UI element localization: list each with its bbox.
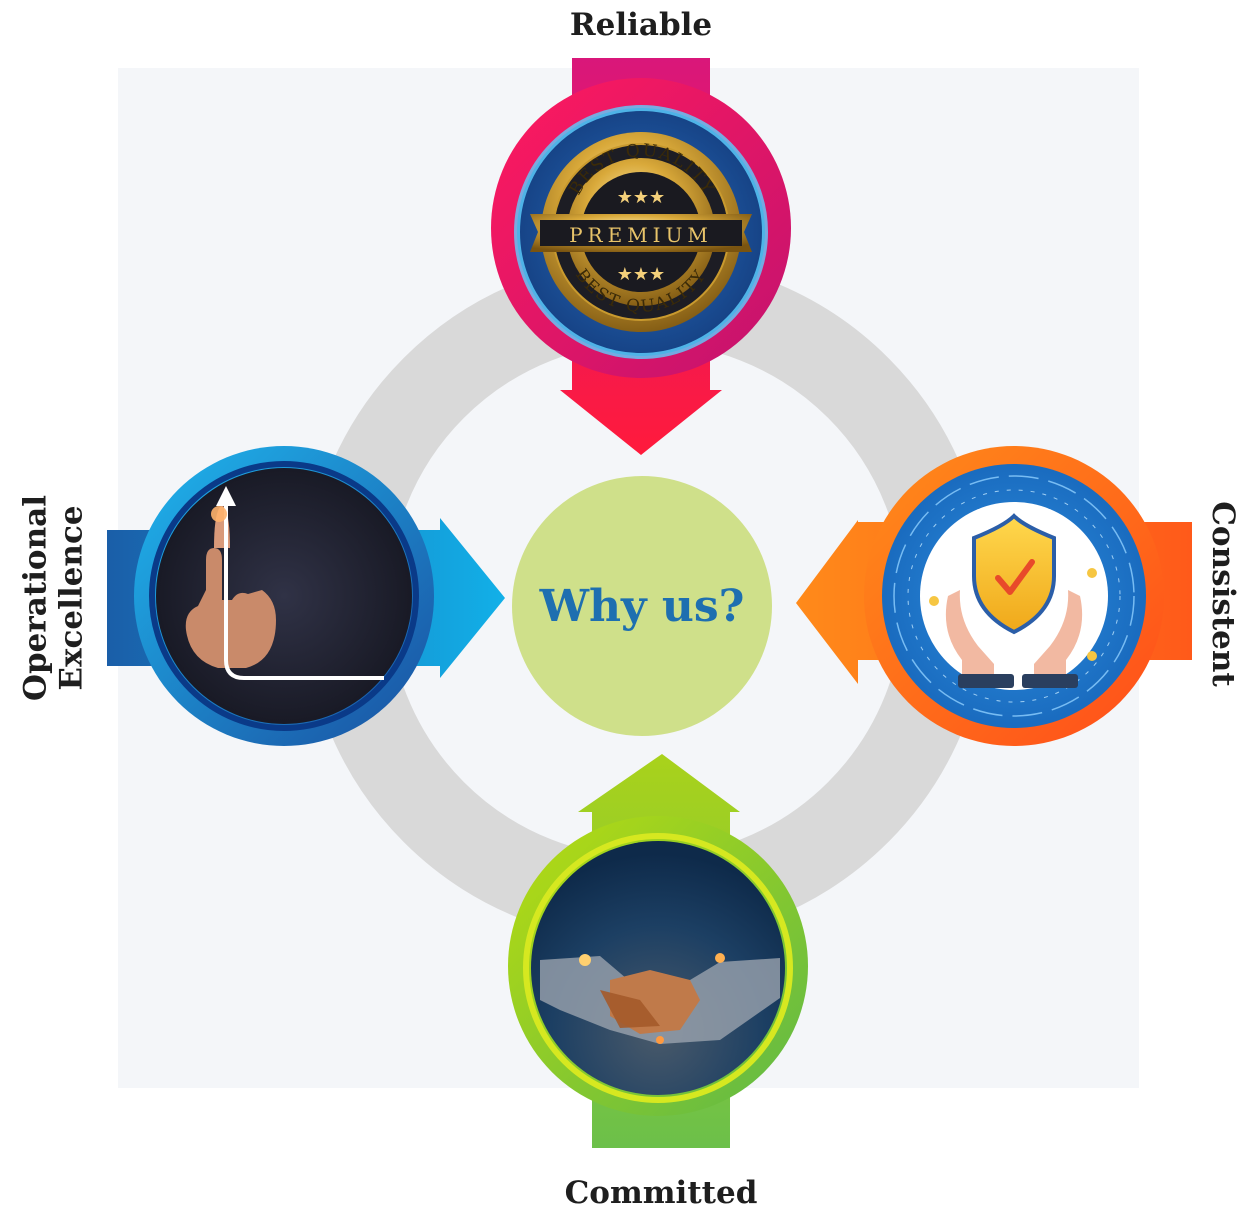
- premium-badge-icon: [530, 132, 752, 332]
- consistent-node: [796, 446, 1192, 746]
- center-title: Why us?: [539, 580, 745, 632]
- label-excellence: Excellence: [53, 505, 89, 691]
- badge-stars-bottom-icon: ★★★: [617, 264, 665, 285]
- hands-icon: [945, 590, 1083, 688]
- handshake-icon: [540, 953, 780, 1044]
- growth-arrow-icon: [224, 500, 384, 680]
- badge-ribbon-text: PREMIUM: [569, 223, 713, 247]
- growth-finger-image: [156, 468, 412, 724]
- reliable-node: BEST QUALITY BEST QUALITY PREMIUM ★★★ ★★…: [491, 58, 791, 455]
- label-operational-excellence: Operational Excellence: [17, 495, 89, 701]
- badge-stars-top-icon: ★★★: [617, 187, 665, 208]
- center-circle: [512, 476, 772, 736]
- operational-excellence-ring-inner: [149, 461, 419, 731]
- label-operational: Operational: [17, 495, 54, 701]
- operational-excellence-node: [107, 446, 505, 746]
- reliable-inner-glow: [514, 105, 768, 359]
- committed-node: [508, 754, 808, 1148]
- label-committed: Committed: [564, 1175, 758, 1211]
- shield-check-icon: [972, 513, 1056, 635]
- label-consistent: Consistent: [1204, 501, 1241, 687]
- label-reliable: Reliable: [569, 7, 713, 43]
